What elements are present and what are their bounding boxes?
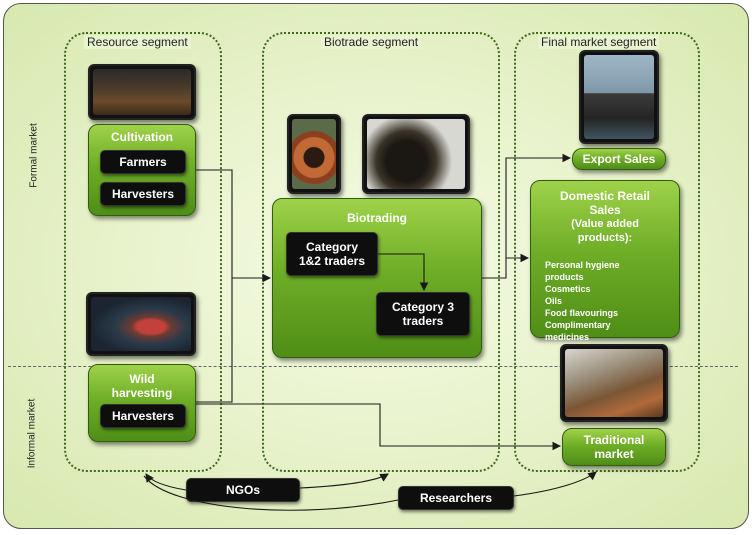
flower-photo — [287, 114, 341, 194]
wild-to-traditional-arrow — [196, 403, 562, 451]
wild-harvesters-box: Harvesters — [100, 404, 186, 428]
retail-product-list: Personal hygiene products Cosmetics Oils… — [545, 259, 620, 343]
plant-photo — [86, 292, 196, 356]
biotrade-to-export-arrow — [482, 153, 572, 279]
final-market-segment — [514, 32, 700, 472]
category-3-traders-box: Category 3 traders — [376, 292, 470, 336]
category-3-line1: Category 3 — [391, 300, 455, 314]
category-1-2-line2: 1&2 traders — [298, 254, 366, 268]
product-item: Complimentary — [545, 320, 611, 330]
market-photo — [560, 344, 668, 422]
ngos-arc — [145, 473, 187, 491]
traditional-market-box: Traditional market — [562, 428, 666, 466]
product-item: products — [545, 272, 584, 282]
biotrade-segment-title: Biotrade segment — [321, 35, 422, 49]
biotrading-title: Biotrading — [347, 211, 407, 225]
category-1-2-line1: Category — [305, 240, 358, 254]
resource-segment-title: Resource segment — [84, 35, 191, 49]
cultivation-arrow — [196, 169, 272, 283]
category-3-line2: traders — [402, 314, 444, 328]
field-photo — [88, 64, 196, 120]
product-item: Food flavourings — [545, 308, 618, 318]
traditional-line1: Traditional — [583, 433, 645, 447]
wild-harvesting-title-line2: harvesting — [111, 386, 173, 400]
product-item: Personal hygiene — [545, 260, 620, 270]
researchers-to-final-arc — [513, 471, 597, 497]
cat12-to-cat3-arrow — [378, 253, 429, 292]
ngos-box: NGOs — [186, 478, 300, 502]
product-item: Oils — [545, 296, 563, 306]
ngos-to-biotrade-arc — [299, 473, 389, 489]
farmers-box: Farmers — [100, 150, 186, 174]
domestic-retail-sales-box: Domestic Retail Sales (Value added produ… — [530, 180, 680, 342]
biotrade-segment — [262, 32, 500, 472]
cultivation-harvesters-box: Harvesters — [100, 182, 186, 206]
product-item: Cosmetics — [545, 284, 591, 294]
final-market-segment-title: Final market segment — [538, 35, 660, 49]
port-photo — [579, 50, 659, 144]
formal-informal-divider — [8, 366, 738, 367]
traditional-line2: market — [594, 447, 634, 461]
cultivation-title: Cultivation — [111, 130, 173, 144]
seeds-photo — [362, 114, 470, 194]
domestic-line1: Domestic Retail — [559, 189, 651, 203]
export-sales-box: Export Sales — [572, 148, 666, 170]
wild-harvesting-box: Wild harvesting — [88, 364, 196, 442]
researchers-arc — [143, 475, 399, 511]
wild-harvesting-title-line1: Wild — [129, 372, 155, 386]
resource-segment — [64, 32, 222, 472]
wild-to-biotrade-arrow — [196, 278, 233, 403]
category-1-2-traders-box: Category 1&2 traders — [286, 232, 378, 276]
product-item: medicines — [545, 332, 590, 342]
domestic-line3: (Value added — [571, 218, 639, 230]
researchers-box: Researchers — [398, 486, 514, 510]
export-sales-label: Export Sales — [582, 152, 656, 166]
domestic-line2: Sales — [589, 203, 621, 217]
domestic-line4: products): — [577, 232, 633, 244]
